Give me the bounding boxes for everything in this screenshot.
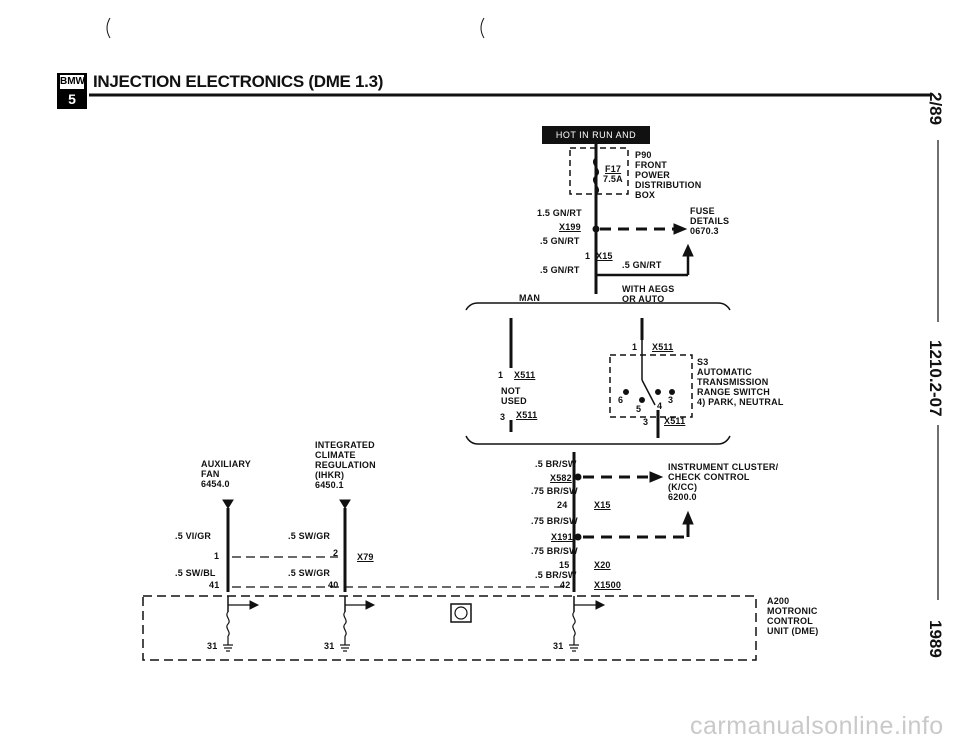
aux-fan-1: AUXILIARY <box>201 459 251 469</box>
branch-auto-1: WITH AEGS <box>622 284 675 294</box>
connector-x1500: X1500 <box>594 580 622 590</box>
wire-label: .5 BR/SW <box>535 459 577 469</box>
instrument-1: INSTRUMENT CLUSTER/ <box>668 462 779 472</box>
fuse-box-desc-4: BOX <box>635 190 656 200</box>
wire-label: .5 GN/RT <box>622 260 662 270</box>
not-used-2: USED <box>501 396 527 406</box>
connector-pin: 1 <box>498 370 504 380</box>
control-unit-4: UNIT (DME) <box>767 626 819 636</box>
instrument-3: (K/CC) <box>668 482 698 492</box>
connector-x15: X15 <box>594 500 611 510</box>
branch-man: MAN <box>519 293 541 303</box>
connector-x511: X511 <box>652 342 674 352</box>
connector-pin: 15 <box>559 560 570 570</box>
watermark: carmanualsonline.info <box>690 712 944 740</box>
switch-pin: 3 <box>668 395 674 405</box>
fuse-box-outline <box>569 147 629 195</box>
control-unit-3: CONTROL <box>767 616 813 626</box>
fuse-details-1: FUSE <box>690 206 715 216</box>
climate-4: (IHKR) <box>315 470 345 480</box>
climate-5: 6450.1 <box>315 480 344 490</box>
connector-pin: 41 <box>209 580 220 590</box>
wire-label: .5 BR/SW <box>535 570 577 580</box>
wire-label: .75 BR/SW <box>531 546 578 556</box>
logo-brand: BMW <box>60 75 85 89</box>
ground-label: 31 <box>553 641 564 651</box>
control-unit-2: MOTRONIC <box>767 606 818 616</box>
wire-label: 1.5 GN/RT <box>537 208 582 218</box>
fuse-box-desc-1: FRONT <box>635 160 667 170</box>
wire-label: .75 BR/SW <box>531 516 578 526</box>
control-unit-outline <box>142 595 757 661</box>
range-switch-outline <box>609 354 693 418</box>
wire-label: .5 GN/RT <box>540 236 580 246</box>
logo-series: 5 <box>68 91 76 107</box>
connector-pin: 24 <box>557 500 568 510</box>
connector-x15: X15 <box>596 251 613 261</box>
branch-auto-2: OR AUTO <box>622 294 665 304</box>
splice-x199 <box>592 225 600 233</box>
connector-x20: X20 <box>594 560 611 570</box>
switch-desc-2: TRANSMISSION <box>697 377 769 387</box>
instrument-2: CHECK CONTROL <box>668 472 750 482</box>
wire-label: .5 GN/RT <box>540 265 580 275</box>
switch-desc-4: 4) PARK, NEUTRAL <box>697 397 784 407</box>
connector-pin: 2 <box>333 548 339 558</box>
ground-label: 31 <box>207 641 218 651</box>
connector-x199: X199 <box>559 222 581 232</box>
fuse-rating: 7.5A <box>603 174 623 184</box>
connector-x511: X511 <box>514 370 536 380</box>
wire-label: .5 SW/BL <box>175 568 216 578</box>
instrument-4: 6200.0 <box>668 492 697 502</box>
connector-pin: 3 <box>643 417 649 427</box>
wire-label: .5 VI/GR <box>175 531 212 541</box>
fuse-f17-label: F17 <box>605 164 622 174</box>
wire-label: .5 SW/GR <box>288 568 331 578</box>
switch-pin: 4 <box>657 401 663 411</box>
climate-3: REGULATION <box>315 460 376 470</box>
climate-2: CLIMATE <box>315 450 356 460</box>
aux-fan-3: 6454.0 <box>201 479 230 489</box>
wire-label: .75 BR/SW <box>531 486 578 496</box>
switch-desc-3: RANGE SWITCH <box>697 387 770 397</box>
fuse-box-id: P90 <box>635 150 652 160</box>
fuse-details-3: 0670.3 <box>690 226 719 236</box>
connector-pin: 1 <box>214 551 220 561</box>
switch-pin: 6 <box>618 395 624 405</box>
connector-pin: 1 <box>632 342 638 352</box>
connector-x511: X511 <box>664 416 686 426</box>
connector-pin: 1 <box>585 251 591 261</box>
connector-pin: 3 <box>500 412 506 422</box>
connector-x191: X191 <box>551 532 573 542</box>
not-used-1: NOT <box>501 386 521 396</box>
page-title: INJECTION ELECTRONICS (DME 1.3) <box>93 72 384 91</box>
aux-fan-2: FAN <box>201 469 220 479</box>
ground-label: 31 <box>324 641 335 651</box>
fuse-details-2: DETAILS <box>690 216 730 226</box>
connector-x582: X582 <box>550 473 572 483</box>
switch-desc-1: AUTOMATIC <box>697 367 752 377</box>
wire-label: .5 SW/GR <box>288 531 331 541</box>
fuse-box-desc-3: DISTRIBUTION <box>635 180 702 190</box>
connector-pin: 42 <box>560 580 571 590</box>
control-unit-id: A200 <box>767 596 790 606</box>
bmw-5-series-logo: BMW 5 <box>57 73 87 109</box>
climate-1: INTEGRATED <box>315 440 375 450</box>
switch-id: S3 <box>697 357 709 367</box>
connector-pin: 40 <box>328 580 339 590</box>
esd-warning-icon <box>450 603 472 623</box>
fuse-box-desc-2: POWER <box>635 170 671 180</box>
connector-x511: X511 <box>516 410 538 420</box>
switch-pin: 5 <box>636 404 642 414</box>
connector-x79: X79 <box>357 552 374 562</box>
